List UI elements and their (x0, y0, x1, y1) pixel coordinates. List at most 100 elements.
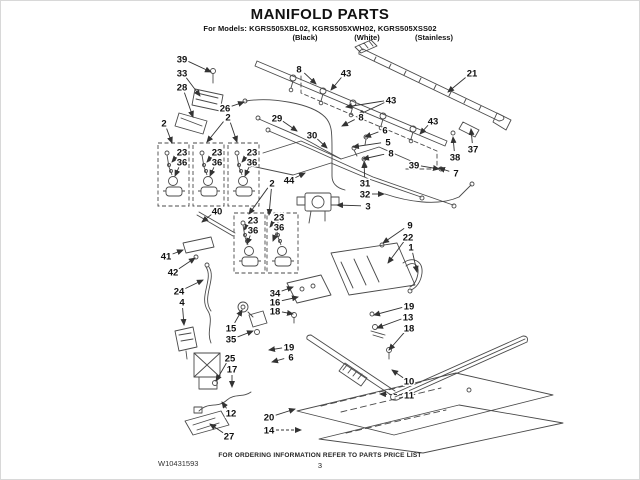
callout-2: 2 (225, 113, 230, 124)
callout-23: 23 (177, 148, 188, 159)
leader-line (215, 362, 227, 382)
callout-7: 7 (453, 169, 458, 180)
leader-line (391, 369, 404, 379)
leader-line (330, 77, 342, 91)
leader-line (438, 166, 450, 173)
leader-line (303, 72, 317, 85)
leader-line (352, 142, 382, 150)
leader-line (266, 188, 273, 216)
leader-line (237, 330, 254, 338)
callout-1: 1 (408, 243, 414, 254)
callout-9: 9 (407, 221, 412, 232)
leader-line (269, 220, 277, 228)
leader-line (172, 249, 184, 255)
callout-22: 22 (403, 233, 414, 244)
leader-line (361, 161, 368, 178)
leader-line (275, 407, 296, 416)
callout-20: 20 (264, 413, 275, 424)
leader-line (450, 136, 457, 152)
callout-16: 16 (270, 298, 281, 309)
callout-43: 43 (341, 69, 352, 80)
callout-12: 12 (226, 409, 237, 420)
callout-27: 27 (224, 432, 235, 443)
callout-31: 31 (360, 179, 371, 190)
leader-line (201, 214, 212, 223)
leader-line (248, 187, 269, 215)
callout-23: 23 (247, 148, 258, 159)
callout-18: 18 (404, 324, 415, 335)
wire-harness (194, 392, 251, 413)
igniter-assembly (175, 327, 220, 389)
callout-23: 23 (212, 148, 223, 159)
callout-39: 39 (409, 161, 420, 172)
callout-43: 43 (428, 117, 439, 128)
leader-line (246, 235, 252, 245)
leader-line (341, 119, 355, 127)
callout-42: 42 (168, 268, 179, 279)
mounting-bracket-41 (183, 237, 214, 259)
leader-line (412, 252, 419, 273)
valve-box (266, 212, 299, 274)
leader-line (281, 309, 294, 316)
callout-6: 6 (288, 353, 293, 364)
callout-17: 17 (227, 365, 238, 376)
callout-28: 28 (177, 83, 188, 94)
leader-line (420, 165, 440, 171)
leader-line (241, 155, 249, 163)
callout-34: 34 (270, 289, 281, 300)
callout-36: 36 (177, 158, 188, 169)
leader-line (178, 257, 196, 270)
pipe-boundary (301, 76, 437, 169)
callout-2: 2 (161, 119, 166, 130)
callout-32: 32 (360, 190, 371, 201)
finish-label-white: (White) (354, 33, 380, 42)
callout-38: 38 (450, 153, 461, 164)
callout-6: 6 (382, 126, 387, 137)
callout-39: 39 (177, 55, 188, 66)
valve-box (192, 142, 225, 207)
bake-burner (307, 335, 528, 400)
callout-13: 13 (403, 313, 414, 324)
callout-35: 35 (226, 335, 237, 346)
callout-36: 36 (212, 158, 223, 169)
callout-8: 8 (358, 113, 363, 124)
side-panel (331, 243, 415, 295)
callout-19: 19 (284, 343, 295, 354)
leader-line (243, 223, 251, 231)
finish-label-stainless: (Stainless) (415, 33, 453, 42)
valve-box (157, 142, 190, 207)
leader-line (272, 232, 278, 242)
broiler-panel (319, 405, 563, 453)
callout-44: 44 (284, 176, 295, 187)
leader-line (206, 155, 214, 163)
leader-line (209, 167, 216, 177)
leader-line (221, 401, 228, 409)
orifice-parts (238, 302, 267, 335)
callout-21: 21 (467, 69, 478, 80)
leader-line (382, 227, 405, 244)
callout-19: 19 (404, 302, 415, 313)
leader-line (268, 346, 283, 353)
leader-line (419, 124, 429, 135)
leader-line (281, 286, 294, 292)
callout-5: 5 (385, 138, 391, 149)
leader-line (447, 76, 467, 93)
finish-label-black: (Black) (292, 33, 318, 42)
leader-line (174, 167, 181, 177)
leader-line (281, 295, 299, 302)
callout-25: 25 (225, 354, 236, 365)
leader-line (185, 279, 204, 289)
handle-bracket (403, 260, 422, 293)
callout-10: 10 (404, 377, 415, 388)
leader-line (229, 122, 238, 143)
leader-line (336, 202, 362, 209)
bracket-34 (287, 275, 331, 323)
burner-rail (355, 40, 511, 137)
gas-tubes (243, 99, 474, 208)
leader-line (362, 153, 385, 161)
leader-line (209, 423, 224, 434)
leader-line (316, 138, 328, 149)
